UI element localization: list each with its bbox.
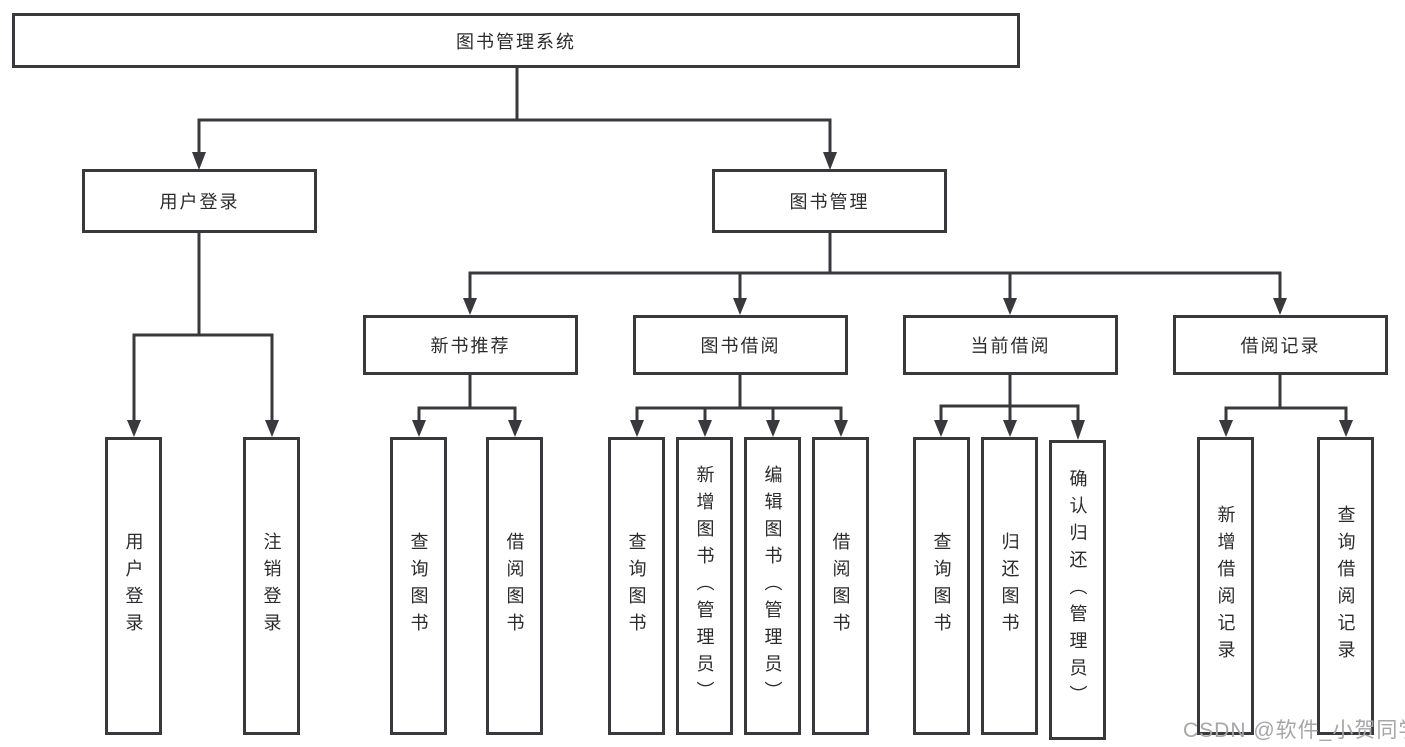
arrow-down-icon bbox=[463, 298, 477, 315]
node-label: 查询图书 bbox=[931, 532, 952, 640]
arrow-down-icon bbox=[766, 420, 780, 437]
arrow-down-icon bbox=[1003, 420, 1017, 437]
leaf-query-books: 查询图书 bbox=[390, 437, 447, 735]
leaf-user-login: 用户登录 bbox=[105, 437, 162, 735]
arrow-down-icon bbox=[823, 152, 837, 170]
node-label: 借阅图书 bbox=[504, 532, 525, 640]
arrow-down-icon bbox=[630, 420, 644, 437]
arrow-down-icon bbox=[1219, 420, 1233, 437]
arrow-down-icon bbox=[834, 420, 848, 437]
arrow-down-icon bbox=[265, 420, 279, 437]
arrow-down-icon bbox=[934, 420, 948, 437]
node-label: 新增借阅记录 bbox=[1215, 505, 1236, 667]
leaf-borrow-books: 借阅图书 bbox=[486, 437, 543, 735]
leaf-edit-books-admin: 编辑图书（管理员） bbox=[744, 437, 801, 735]
node-new-book-recommendation: 新书推荐 bbox=[363, 315, 578, 375]
node-current-borrowing: 当前借阅 bbox=[903, 315, 1118, 375]
node-label: 借阅图书 bbox=[830, 532, 851, 640]
node-user-login: 用户登录 bbox=[82, 169, 317, 233]
node-label: 归还图书 bbox=[999, 532, 1020, 640]
arrow-down-icon bbox=[192, 152, 206, 170]
arrow-down-icon bbox=[127, 420, 141, 437]
leaf-query-books-3: 查询图书 bbox=[913, 437, 970, 735]
leaf-borrow-books-2: 借阅图书 bbox=[812, 437, 869, 735]
arrow-down-icon bbox=[412, 420, 426, 437]
arrow-down-icon bbox=[698, 420, 712, 437]
node-label: 确认归还（管理员） bbox=[1067, 468, 1088, 712]
leaf-query-borrow-record: 查询借阅记录 bbox=[1317, 437, 1374, 735]
arrow-down-icon bbox=[508, 420, 522, 437]
node-label: 查询图书 bbox=[408, 532, 429, 640]
arrow-down-icon bbox=[1071, 420, 1085, 440]
node-label: 查询图书 bbox=[626, 532, 647, 640]
leaf-add-borrow-record: 新增借阅记录 bbox=[1197, 437, 1254, 735]
arrow-down-icon bbox=[1003, 298, 1017, 315]
node-label: 注销登录 bbox=[261, 532, 282, 640]
node-label: 用户登录 bbox=[123, 532, 144, 640]
leaf-add-books-admin: 新增图书（管理员） bbox=[676, 437, 733, 735]
node-label: 编辑图书（管理员） bbox=[762, 464, 783, 708]
leaf-confirm-return-admin: 确认归还（管理员） bbox=[1049, 440, 1106, 740]
node-borrowing-records: 借阅记录 bbox=[1173, 315, 1388, 375]
arrow-down-icon bbox=[1273, 298, 1287, 315]
node-label: 查询借阅记录 bbox=[1335, 505, 1356, 667]
node-label: 新增图书（管理员） bbox=[694, 464, 715, 708]
arrow-down-icon bbox=[733, 298, 747, 315]
leaf-query-books-2: 查询图书 bbox=[608, 437, 665, 735]
leaf-return-books: 归还图书 bbox=[981, 437, 1038, 735]
node-book-management: 图书管理 bbox=[712, 169, 947, 233]
node-book-borrowing: 图书借阅 bbox=[633, 315, 848, 375]
node-library-management-system: 图书管理系统 bbox=[12, 13, 1020, 68]
arrow-down-icon bbox=[1339, 420, 1353, 437]
leaf-logout-login: 注销登录 bbox=[243, 437, 300, 735]
